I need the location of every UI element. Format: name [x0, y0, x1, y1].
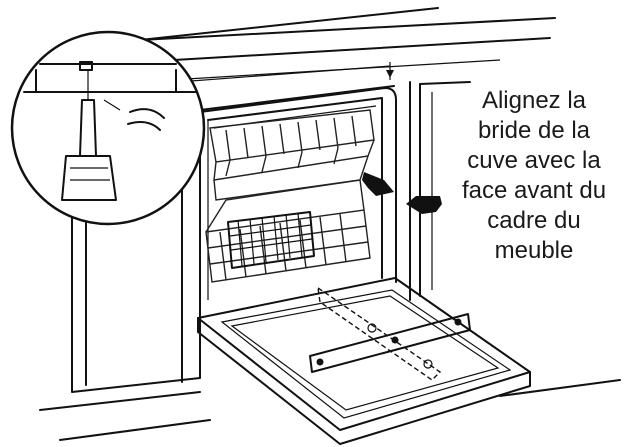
upper-rack [209, 109, 375, 201]
caption-line-5: cadre du [487, 207, 581, 234]
floor [39, 379, 621, 441]
caption-line-3: cuve avec la [467, 147, 601, 174]
arrow-left-icon [362, 172, 394, 196]
caption-line-1: Alignez la [481, 87, 587, 114]
cutlery-basket [227, 211, 315, 269]
alignment-instruction-caption: Alignez la bride de la cuve avec la face… [442, 86, 626, 266]
open-door [197, 277, 531, 445]
arrow-right-icon [406, 196, 442, 214]
detail-magnifier-circle [10, 30, 206, 226]
caption-line-4: face avant du [461, 177, 607, 204]
caption-line-6: meuble [494, 237, 574, 264]
caption-line-2: bride de la [477, 117, 591, 144]
right-cabinet-panel [409, 81, 471, 301]
door-hinge-bars [309, 286, 471, 381]
